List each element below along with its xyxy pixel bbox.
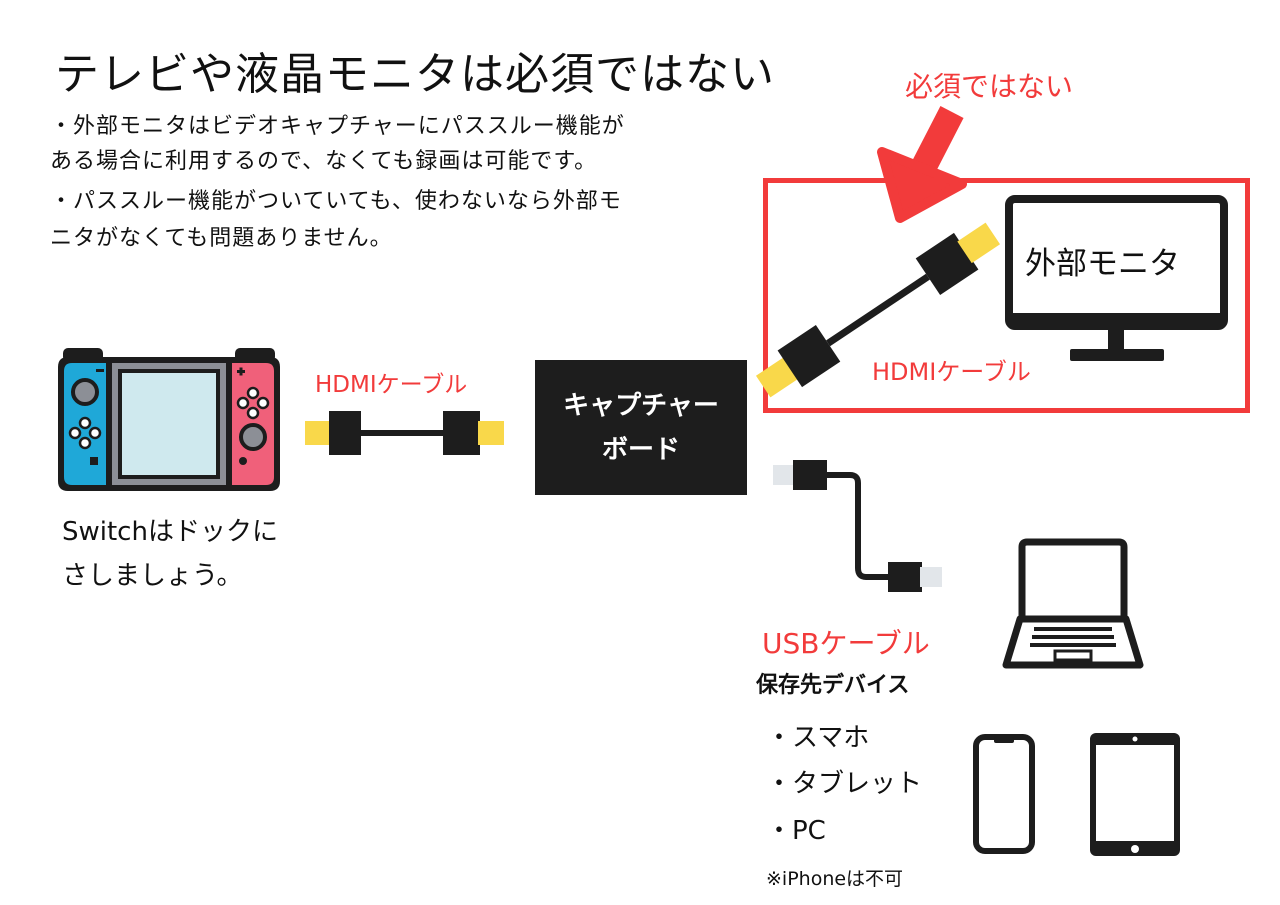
- iphone-note: ※iPhoneは不可: [766, 868, 904, 890]
- storage-device-item: ・タブレット: [766, 769, 923, 799]
- switch-caption: Switchはドックに さしましょう。: [62, 510, 278, 598]
- optional-section-frame: [763, 178, 1250, 413]
- note-line: ・パススルー機能がついていても、使わないなら外部モ: [50, 189, 622, 214]
- usb-cable: [773, 460, 942, 592]
- smartphone-icon: [973, 734, 1035, 854]
- switch-caption-line: さしましょう。: [62, 561, 243, 591]
- capture-board: キャプチャー ボード: [535, 360, 747, 495]
- hdmi-cable-horizontal: [305, 411, 504, 455]
- storage-devices-heading: 保存先デバイス: [756, 673, 910, 698]
- note-line: ニタがなくても問題ありません。: [50, 226, 393, 251]
- page-title: テレビや液晶モニタは必須ではない: [55, 49, 775, 100]
- note-line: ・外部モニタはビデオキャプチャーにパススルー機能が: [50, 114, 625, 139]
- switch-caption-line: Switchはドックに: [62, 517, 278, 547]
- not-required-label: 必須ではない: [905, 70, 1074, 103]
- laptop-icon: [1002, 538, 1144, 669]
- hdmi-cable-label: HDMIケーブル: [872, 358, 1031, 386]
- storage-device-item: ・スマホ: [766, 723, 870, 753]
- capture-board-label-line: キャプチャー: [563, 390, 719, 421]
- storage-device-item: ・PC: [766, 816, 826, 846]
- hdmi-cable-label: HDMIケーブル: [315, 372, 468, 398]
- usb-cable-label: USBケーブル: [762, 627, 930, 660]
- note-line: ある場合に利用するので、なくても録画は可能です。: [50, 149, 598, 174]
- hdmi-cable-diagonal: [755, 222, 1001, 398]
- switch-console-icon: [58, 348, 280, 491]
- capture-board-label-line: ボード: [601, 434, 680, 465]
- arrow-icon: [877, 106, 967, 223]
- monitor-icon: [1005, 195, 1228, 361]
- external-monitor-label: 外部モニタ: [1025, 246, 1180, 282]
- tablet-icon: [1090, 733, 1180, 856]
